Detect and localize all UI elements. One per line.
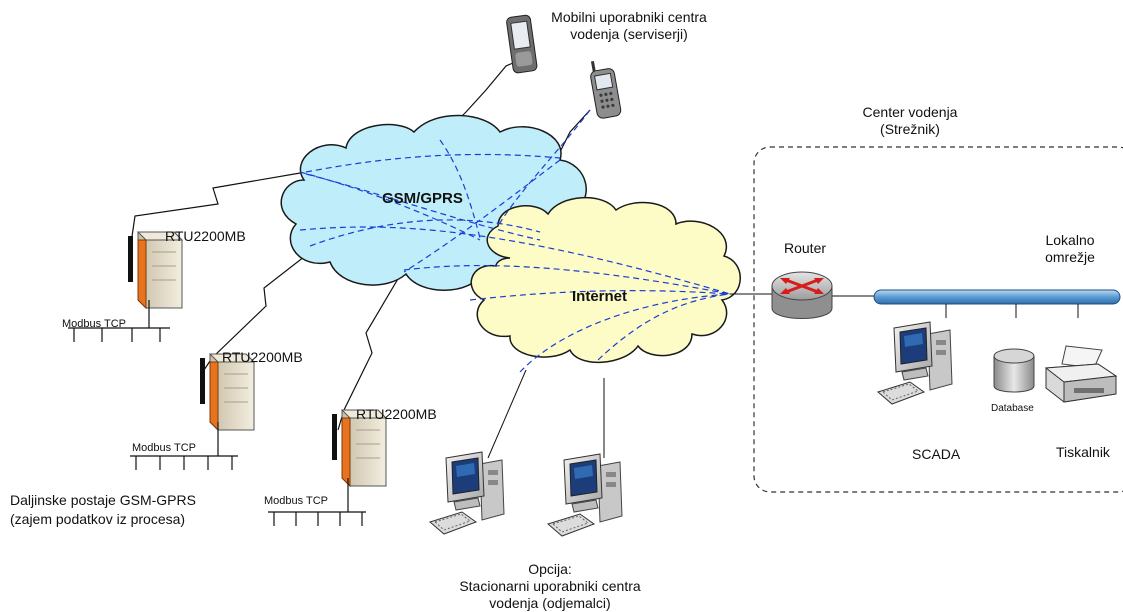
option-caption: Opcija: Stacionarni uporabniki centra vo…	[440, 561, 660, 612]
modbus-label: Modbus TCP	[62, 318, 126, 330]
option-line3: vodenja (odjemalci)	[489, 595, 611, 611]
mobile-users-line1: Mobilni uporabniki centra	[551, 9, 707, 25]
database-icon	[993, 348, 1035, 393]
lan-line1: Lokalno	[1045, 232, 1095, 248]
router-label: Router	[784, 240, 827, 256]
option-line2: Stacionarni uporabniki centra	[459, 578, 641, 594]
scada-label: SCADA	[912, 446, 961, 462]
modbus-label: Modbus TCP	[132, 442, 196, 454]
lan-line2: omrežje	[1045, 249, 1095, 265]
printer-label: Tiskalnik	[1056, 444, 1110, 460]
rtu-label: RTU2200MB	[165, 228, 246, 244]
database-label: Database	[991, 403, 1034, 414]
modbus-label: Modbus TCP	[264, 495, 328, 507]
control-center-line1: Center vodenja	[862, 104, 958, 120]
control-center-line2: (Strežnik)	[880, 121, 940, 137]
desktop-computer-icon	[547, 453, 623, 537]
gsm-gprs-label: GSM/GPRS	[382, 190, 463, 207]
remote-stations-line1: Daljinske postaje GSM-GPRS	[10, 492, 196, 508]
lan-caption: Lokalno omrežje	[1030, 232, 1110, 266]
option-line1: Opcija:	[528, 561, 572, 577]
lan-bus	[873, 289, 1121, 318]
mobile-users-caption: Mobilni uporabniki centra vodenja (servi…	[532, 9, 726, 43]
modbus-bus	[68, 300, 366, 526]
rtu-label: RTU2200MB	[356, 406, 437, 422]
internet-label: Internet	[572, 288, 628, 305]
remote-stations-caption: Daljinske postaje GSM-GPRS (zajem podatk…	[10, 492, 196, 528]
mobile-phone-icon	[590, 60, 622, 119]
wireless-link-rtu2	[203, 245, 319, 371]
pda-icon	[506, 14, 538, 74]
desktop-computer-icon	[877, 321, 953, 405]
desktop-computer-icon	[429, 451, 505, 535]
remote-stations-line2: (zajem podatkov iz procesa)	[10, 511, 186, 527]
mobile-users-line2: vodenja (serviserji)	[570, 26, 688, 42]
control-center-caption: Center vodenja (Strežnik)	[850, 104, 970, 138]
wireless-link-rtu1	[129, 171, 307, 251]
internet-cloud	[470, 197, 741, 363]
rtu-label: RTU2200MB	[222, 349, 303, 365]
printer-icon	[1044, 345, 1118, 403]
router-icon	[771, 271, 833, 319]
